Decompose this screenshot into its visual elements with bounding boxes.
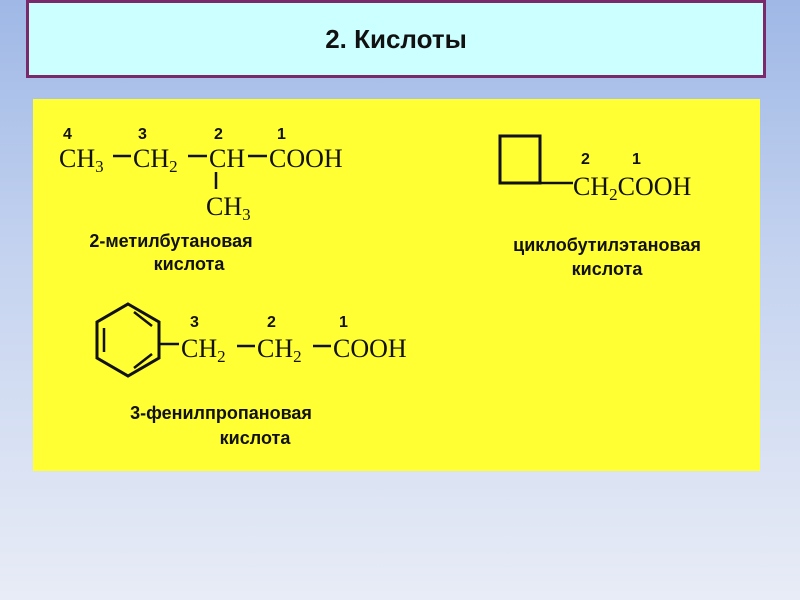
benzene-double-bond-2	[133, 353, 153, 369]
slide-title-box: 2. Кислоты	[26, 0, 766, 78]
locant-2: 2	[581, 151, 590, 168]
group-cooh: COOH	[269, 144, 343, 173]
slide-title: 2. Кислоты	[325, 23, 467, 54]
group-ch2: CH2	[133, 144, 178, 176]
group-ch: CH	[209, 144, 245, 173]
cyclobutane-ring	[498, 134, 542, 185]
locant-3: 3	[138, 126, 147, 143]
locant-1: 1	[339, 314, 348, 331]
benzene-double-bond-1	[133, 311, 153, 327]
compound-2-methylbutanoic-acid: 4 3 2 1 CH3 CH2 CH COOH CH3 2-метилбутан…	[59, 126, 343, 274]
locant-4: 4	[63, 126, 72, 143]
group-ch2-second: CH2	[257, 334, 302, 366]
compound2-name-line2: кислота	[572, 259, 644, 279]
compound2-name-line1: циклобутилэтановая	[513, 235, 701, 255]
group-ch3-left: CH3	[59, 144, 104, 176]
benzene-ring	[95, 302, 161, 378]
compound1-name-line2: кислота	[154, 254, 226, 274]
locant-2: 2	[267, 314, 276, 331]
group-ch2cooh: CH2COOH	[573, 172, 692, 204]
compound3-name-line1: 3-фенилпропановая	[130, 403, 312, 423]
locant-1: 1	[277, 126, 286, 143]
group-ch3-branch: CH3	[206, 192, 251, 224]
structures-svg: 4 3 2 1 CH3 CH2 CH COOH CH3 2-метилбутан…	[59, 126, 701, 448]
group-cooh: COOH	[333, 334, 407, 363]
locant-2: 2	[214, 126, 223, 143]
group-ch2-first: CH2	[181, 334, 226, 366]
compound-3-phenylpropanoic-acid: 3 2 1 CH2 CH2 COOH 3-фенилпропановая кис…	[95, 302, 407, 448]
locant-3: 3	[190, 314, 199, 331]
compound1-name-line1: 2-метилбутановая	[89, 231, 252, 251]
structures-panel: 4 3 2 1 CH3 CH2 CH COOH CH3 2-метилбутан…	[33, 99, 760, 471]
locant-1: 1	[632, 151, 641, 168]
compound-cyclobutylethanoic-acid: 2 1 CH2COOH циклобутилэтановая кислота	[498, 134, 701, 279]
compound3-name-line2: кислота	[220, 428, 292, 448]
